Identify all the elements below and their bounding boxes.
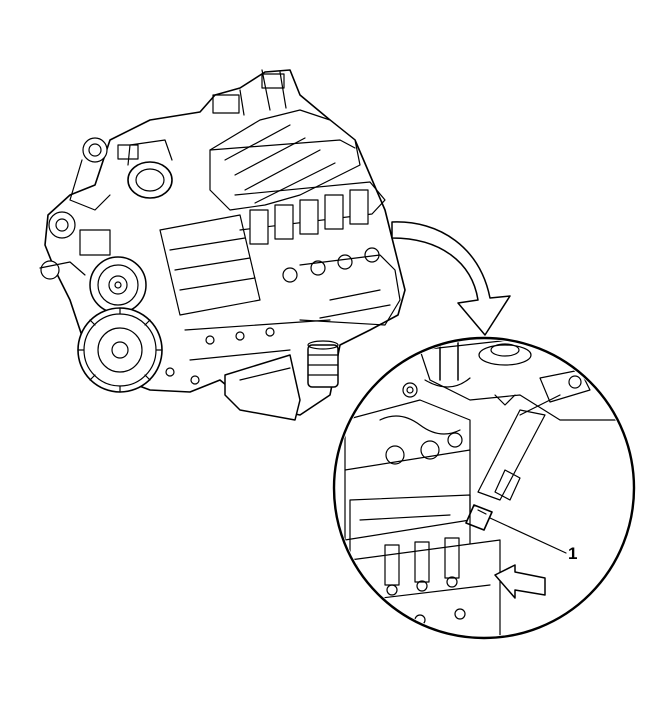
oil-pan <box>225 355 300 420</box>
front-accessories <box>40 138 110 279</box>
direction-arrow <box>495 565 545 598</box>
intake-manifold <box>210 70 360 210</box>
crank-pulley <box>90 257 146 313</box>
throttle-body <box>118 140 172 198</box>
curved-zoom-arrow <box>392 222 510 335</box>
callout-1-component <box>466 505 492 530</box>
callout-1-label: 1 <box>568 544 578 563</box>
oil-filter <box>308 341 338 387</box>
callout-1-leader <box>490 518 566 553</box>
coil-packs <box>250 190 379 282</box>
engine-assembly <box>40 70 405 420</box>
detail-circle <box>334 330 640 640</box>
flywheel <box>78 308 162 392</box>
